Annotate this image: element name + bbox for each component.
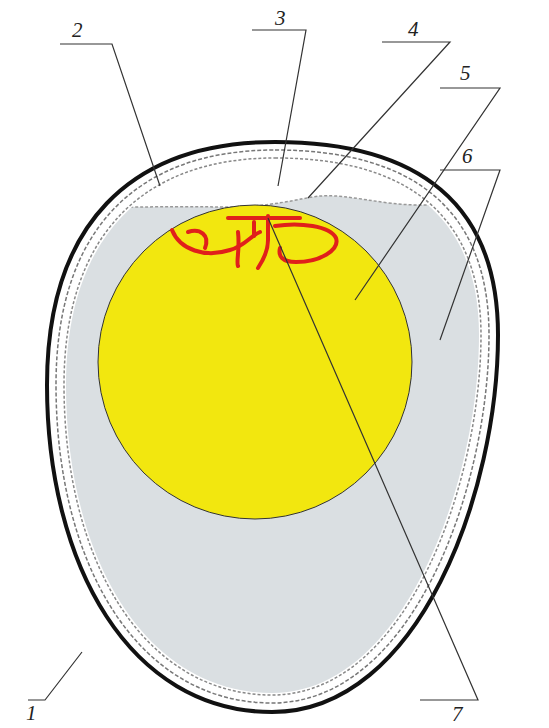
callout-number: 4	[408, 19, 419, 40]
callout-number: 1	[26, 703, 37, 724]
yolk	[98, 205, 412, 519]
callout-number: 2	[72, 20, 83, 41]
callout-number: 7	[452, 704, 463, 725]
callout-number: 3	[275, 8, 286, 29]
albumen	[0, 196, 549, 728]
blood-vessels	[172, 216, 337, 268]
callout-number: 6	[462, 146, 473, 167]
callout-number: 5	[460, 63, 471, 84]
leader-lines	[28, 30, 500, 700]
